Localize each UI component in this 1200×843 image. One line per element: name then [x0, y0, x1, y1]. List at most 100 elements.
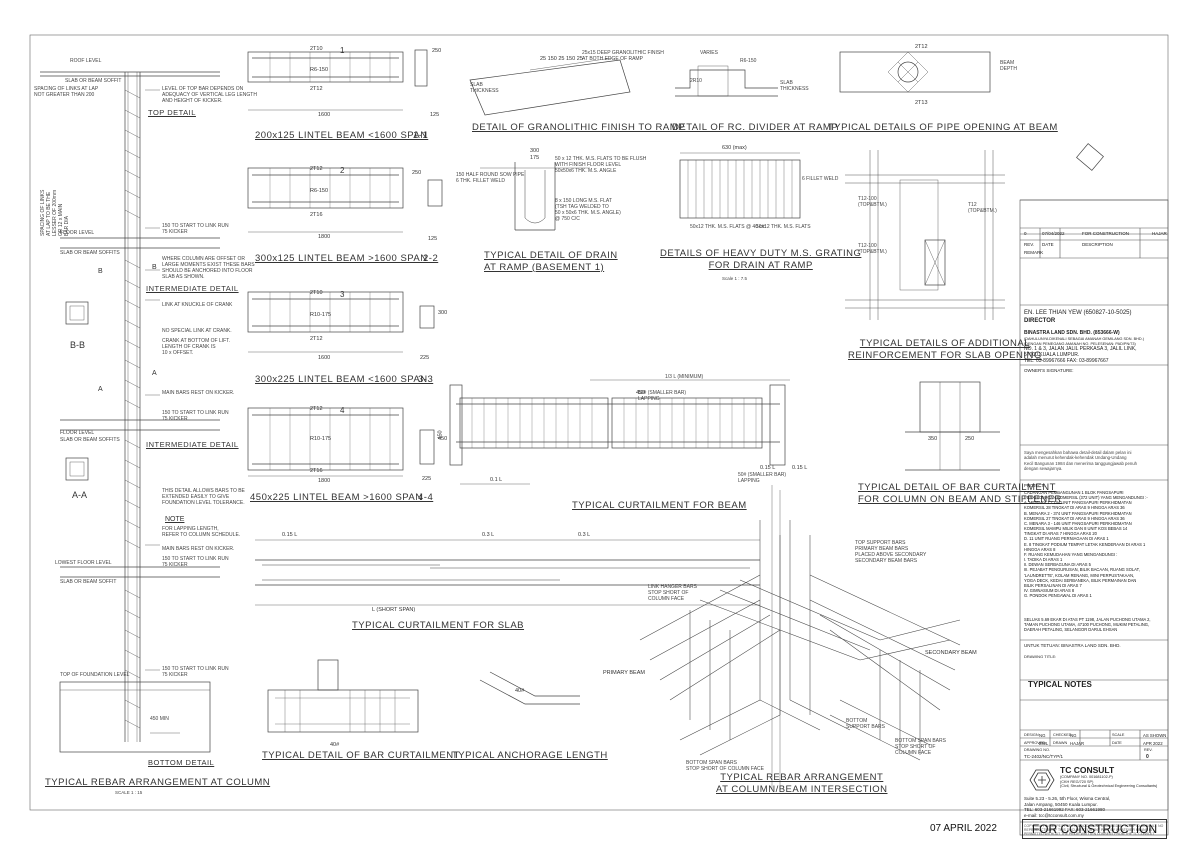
intersection-bottom-span-2: BOTTOM SPAN BARS STOP SHORT OF COLUMN FA… — [686, 760, 764, 772]
slab-l03b: 0.3 L — [578, 532, 591, 538]
crank-at-bottom-note: CRANK AT BOTTOM OF LIFT. LENGTH OF CRANK… — [162, 338, 231, 356]
section-mark-b-left: B — [98, 268, 103, 275]
section-mark-a-left: A — [98, 386, 103, 393]
col-beam-dim-1: 350 — [928, 436, 938, 442]
roof-level-label: ROOF LEVEL — [70, 58, 102, 64]
bar-curtailment-dim: 40# — [330, 742, 340, 748]
slab-curtailment-title: TYPICAL CURTAILMENT FOR SLAB — [352, 620, 525, 631]
drain-dim-mid: 175 — [530, 155, 540, 161]
engineer-role: DIRECTOR — [1024, 318, 1056, 324]
drawing-title: TYPICAL NOTES — [1028, 680, 1092, 689]
floor-level-1: FLOOR LEVEL — [60, 230, 95, 236]
lintel3-dim-a: 300 — [438, 310, 448, 316]
slab-opening-bars-1: T12-100 (TOP&BTM.) — [858, 196, 887, 208]
lintel4-links: R10-175 — [310, 436, 332, 442]
intersection-bottom-span: BOTTOM SPAN BARS STOP SHORT OF COLUMN FA… — [895, 738, 946, 756]
rev-desc: FOR CONSTRUCTION — [1082, 231, 1129, 236]
intersection-bottom-support: BOTTOM SUPPORT BARS — [846, 718, 885, 730]
beam-curtailment-title: TYPICAL CURTAILMENT FOR BEAM — [572, 500, 747, 511]
granolithic-dims: 25 150 25 150 25 — [540, 56, 583, 62]
anchorage-title: TYPICAL ANCHORAGE LENGTH — [452, 750, 608, 761]
slab-beam-soffit-1: SLAB OR BEAM SOFFITS — [60, 250, 120, 256]
grating-flats-note: 50x12 THK. M.S. FLATS @ 40 c/c — [690, 224, 766, 230]
lintel1-links: R6-150 — [310, 67, 329, 73]
pipe-top-bars: 2T12 — [915, 44, 928, 50]
no-special-link-note: NO SPECIAL LINK AT CRANK. — [162, 328, 232, 334]
drain-flats-note: 50 x 12 THK. M.S. FLATS TO BE FLUSH WITH… — [555, 156, 647, 174]
slab-l03a: 0.3 L — [482, 532, 495, 538]
checked-label: CHECKED — [1053, 733, 1072, 737]
lintel2-title: 300x125 LINTEL BEAM >1600 SPAN — [255, 253, 428, 264]
rev-value: 0 — [1146, 754, 1149, 760]
pipe-opening-title: TYPICAL DETAILS OF PIPE OPENING AT BEAM — [828, 122, 1058, 133]
design-value: NG — [1039, 733, 1046, 738]
slab-opening-bars-3: T12-100 (TOP&BTM.) — [858, 243, 887, 255]
drawing-no-label: DRAWING NO. — [1024, 748, 1051, 752]
drain-dim-top: 300 — [530, 148, 540, 154]
level-top-bar-note: LEVEL OF TOP BAR DEPENDS ON ADEQUACY OF … — [162, 86, 257, 104]
lintel2-dim-b: 125 — [428, 236, 438, 242]
lintel4-dim-a: 450 — [438, 436, 448, 442]
lintel4-dim-b: 225 — [422, 476, 432, 482]
rev-label: REV. — [1144, 748, 1153, 752]
lintel2-section: 2-2 — [423, 253, 439, 264]
for-client: UNTUK TETUAN: BINASTRA LAND SDN. BHD. — [1024, 643, 1121, 648]
spacing-links-lap-note: SPACING OF LINKS AT LAP NOT GREATER THAN… — [34, 86, 99, 98]
slab-short-span: L (SHORT SPAN) — [372, 607, 416, 613]
start-link-run-note-1: 150 TO START TO LINK RUN 75 KICKER — [162, 223, 229, 235]
divider-title: DETAIL OF RC. DIVIDER AT RAMP — [672, 122, 839, 133]
drain-pipe-note: 150 HALF ROUND SOW PIPE 6 THK. FILLET WE… — [456, 172, 525, 184]
lintel1-mark: 1 — [340, 46, 345, 55]
slab-opening-title: TYPICAL DETAILS OF ADDITIONAL REINFORCEM… — [848, 338, 1042, 361]
granolithic-note: 25x15 DEEP GRANOLITHIC FINISH AT BOTH ED… — [582, 50, 664, 62]
anchorage-dim: 40# — [515, 688, 525, 694]
main-bars-rest-note: MAIN BARS REST ON KICKER. — [162, 390, 235, 396]
lowest-floor-label: LOWEST FLOOR LEVEL — [55, 560, 112, 566]
lintel2-links: R6-150 — [310, 188, 329, 194]
lintel2-bottom-bars: 2T16 — [310, 212, 323, 218]
engineer-name: EN. LEE THIAN YEW (650827-10-5025) — [1024, 310, 1132, 316]
project-location: SELUAS 5.69 EKAR DI ATAS PT 1198, JALAN … — [1024, 617, 1151, 633]
intermediate-detail-title: INTERMEDIATE DETAIL — [146, 284, 239, 293]
rev-header-rev: REV. — [1024, 242, 1035, 247]
beam-lap: 450 — [636, 390, 646, 396]
approved-value: EWL — [1039, 741, 1049, 746]
rev-no: 0 — [1024, 231, 1027, 236]
intersection-link-hanger: LINK HANGER BARS STOP SHORT OF COLUMN FA… — [648, 584, 697, 602]
design-label: DESIGN — [1024, 733, 1039, 737]
lintel1-span: 1600 — [318, 112, 331, 118]
lintel2-span: 1800 — [318, 234, 331, 240]
for-construction-stamp: FOR CONSTRUCTION — [1022, 819, 1167, 839]
lintel3-section: 3-3 — [418, 374, 434, 385]
firm-name: TC CONSULT — [1060, 765, 1115, 775]
firm-address: Suite 5.23 - 5.26, 5th Floor, Wisma Cent… — [1024, 796, 1111, 818]
lintel4-mark: 4 — [340, 406, 345, 415]
bar-curtailment-title: TYPICAL DETAIL OF BAR CURTAILMENT — [262, 750, 460, 761]
top-foundation-label: TOP OF FOUNDATION LEVEL — [60, 672, 130, 678]
rev-header-date: DATE — [1042, 242, 1054, 247]
divider-bars: R6-150 — [740, 58, 757, 64]
section-mark-b-right: B — [152, 264, 157, 271]
slab-soffit-label: SLAB OR BEAM SOFFIT — [65, 78, 122, 84]
pipe-bottom-bars: 2T13 — [915, 100, 928, 106]
beam-third-l: 1/3 L (MINIMUM) — [665, 374, 704, 380]
top-detail-title: TOP DETAIL — [148, 108, 196, 117]
intersection-top-support: TOP SUPPORT BARS PRIMARY BEAM BARS PLACE… — [855, 540, 927, 564]
rev-header-desc: DESCRIPTION — [1082, 242, 1113, 247]
lintel4-title: 450x225 LINTEL BEAM >1600 SPAN — [250, 492, 423, 503]
lintel3-dim-b: 225 — [420, 355, 430, 361]
lintel1-title: 200x125 LINTEL BEAM <1600 SPAN — [255, 130, 428, 141]
lintel3-title: 300x225 LINTEL BEAM <1600 SPAN — [255, 374, 428, 385]
this-detail-note: THIS DETAIL ALLOWS BARS TO BE EXTENDED E… — [162, 488, 245, 506]
slab-beam-soffit-2: SLAB OR BEAM SOFFITS — [60, 437, 120, 443]
rev-header-remark: REMARK — [1024, 250, 1044, 255]
grating-flats-note-2: 50x12 THK. M.S. FLATS — [756, 224, 811, 230]
column-detail-scale: SCALE 1 : 15 — [115, 790, 143, 795]
project-description: CADANGAN PEMBANGUNAN 1 BLOK PANGSAPURI P… — [1024, 490, 1148, 599]
start-link-run-note-4: 150 TO START TO LINK RUN 75 KICKER — [162, 666, 229, 678]
drawn-label: DRAWN — [1053, 741, 1068, 745]
section-aa-label: A-A — [72, 490, 88, 500]
beam-l015b: 0.15 L — [792, 465, 808, 471]
grating-dim: 630 (max) — [722, 145, 747, 151]
